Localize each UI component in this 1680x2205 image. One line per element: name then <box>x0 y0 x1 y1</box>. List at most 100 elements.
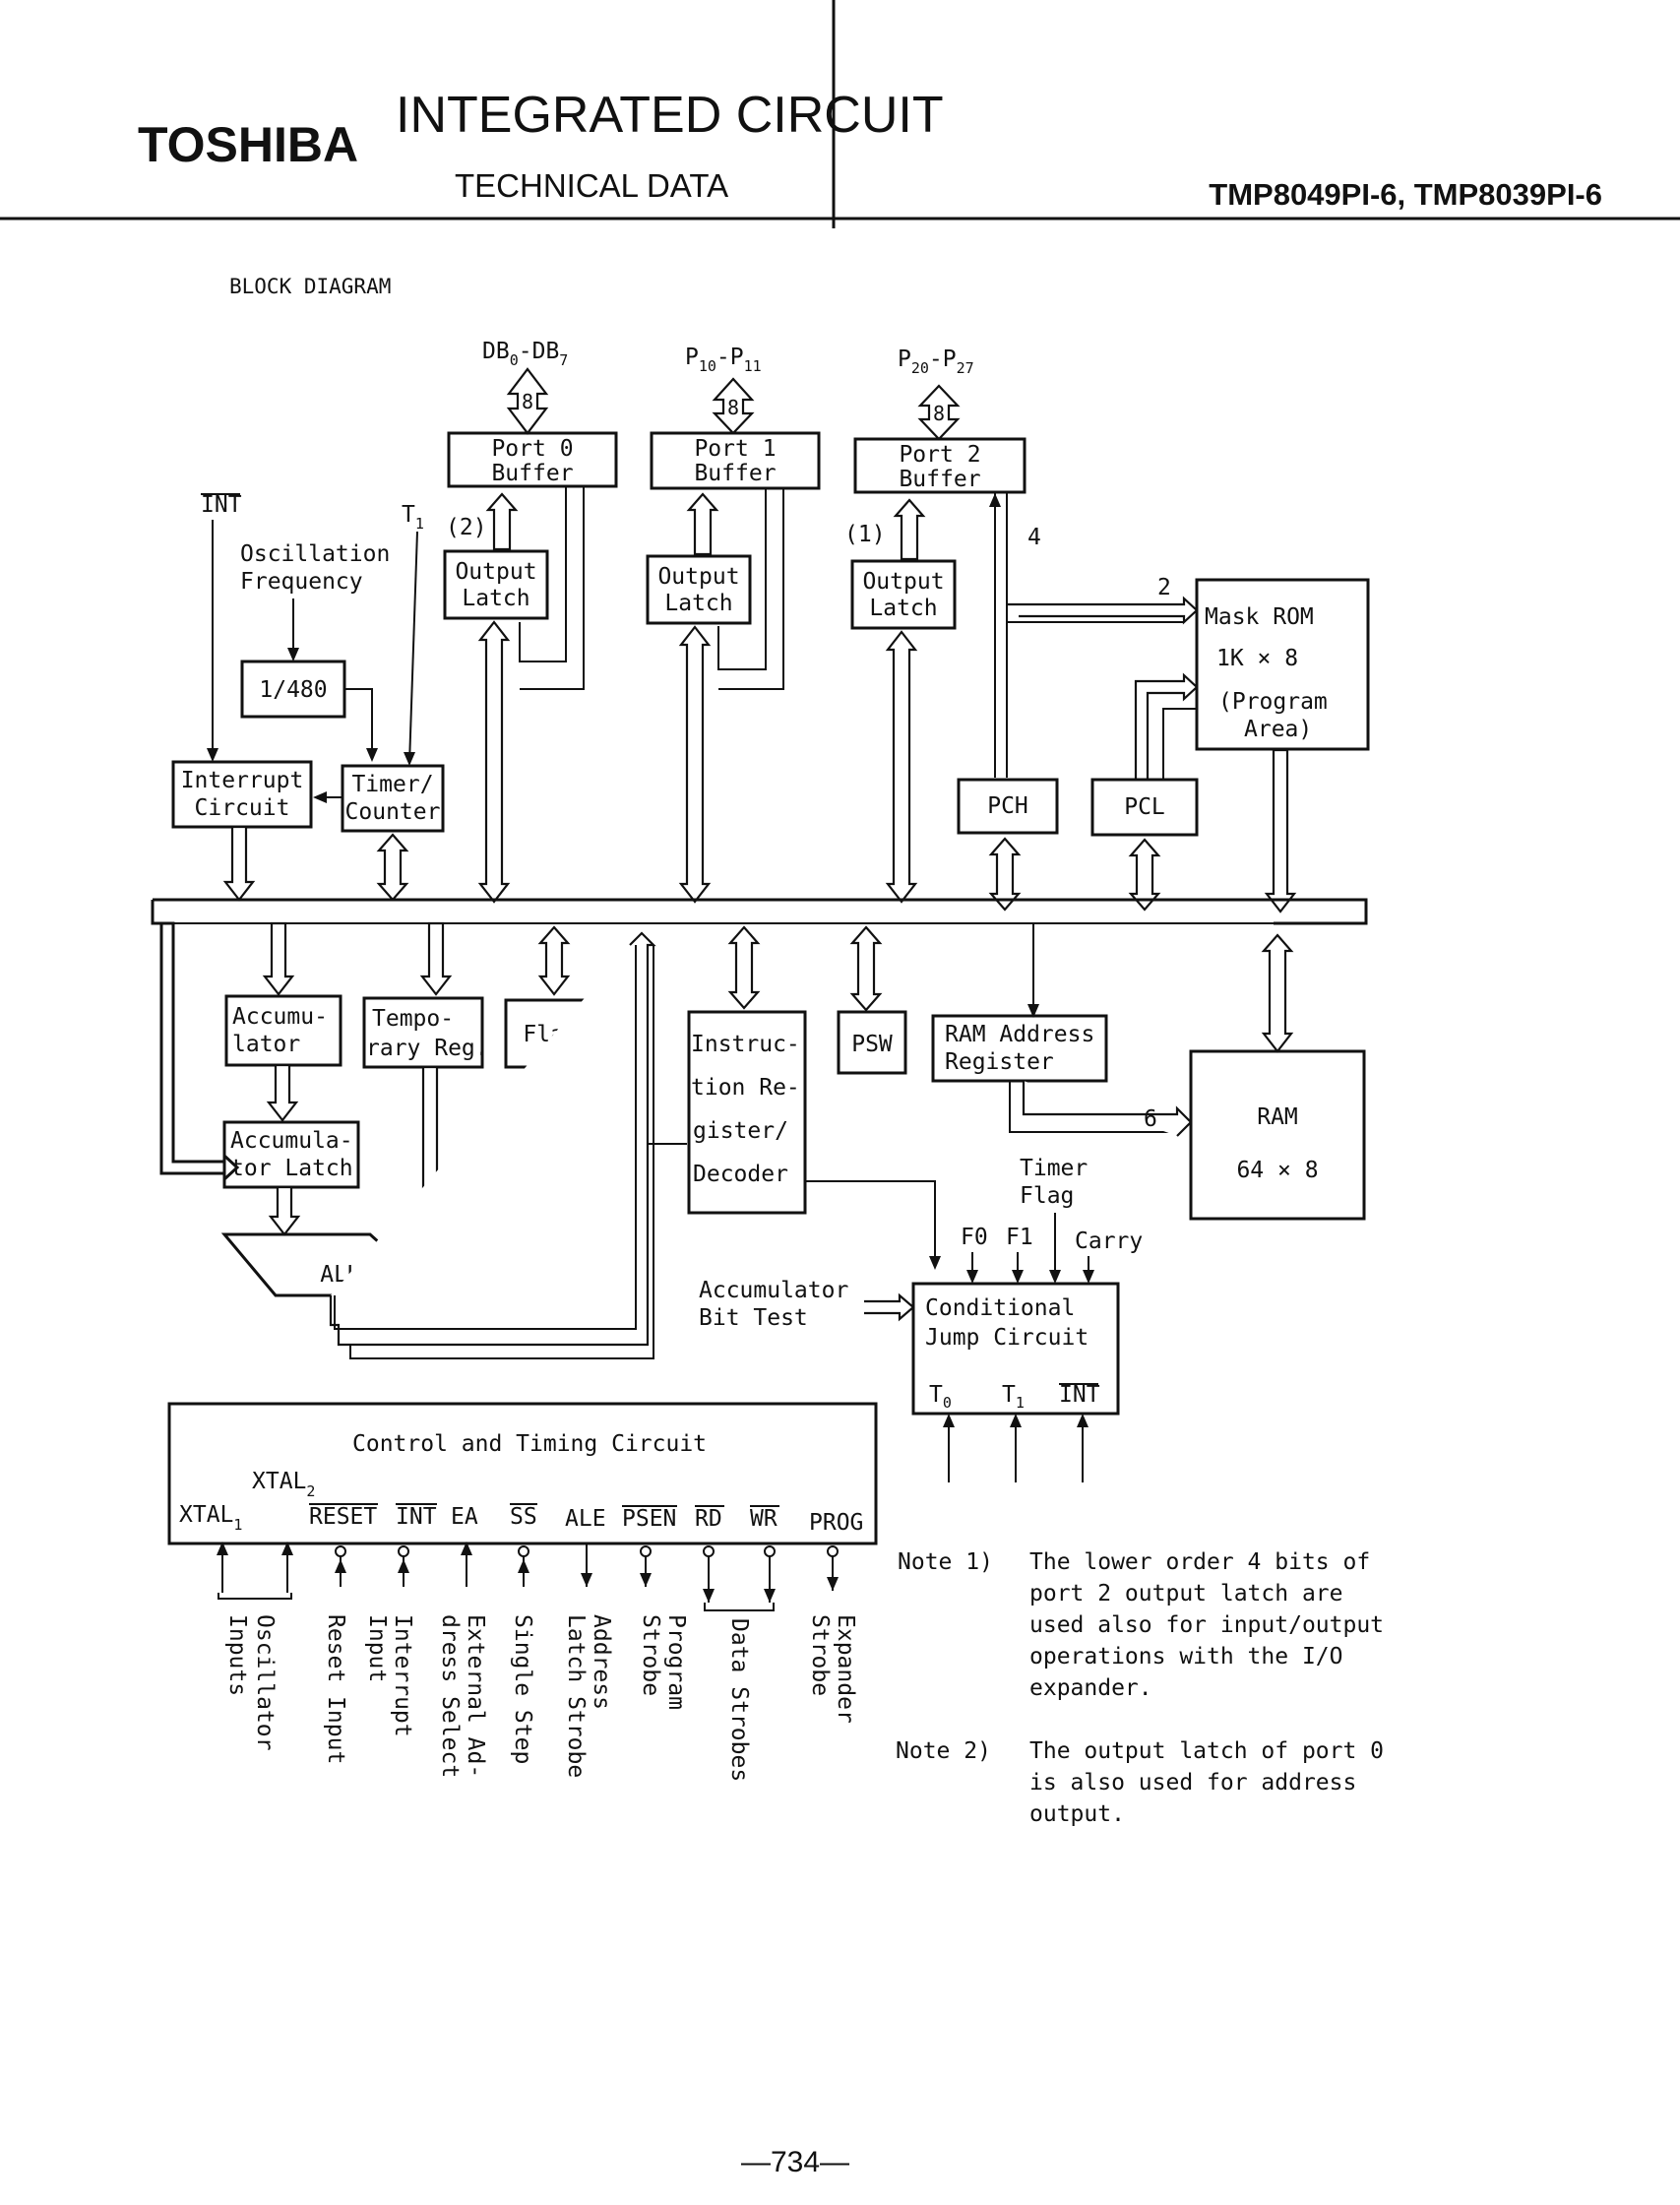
port0-input-path <box>519 487 567 662</box>
port2-buffer: Port 2 Buffer <box>853 437 1027 494</box>
ram-bus-arrow <box>1261 933 1294 1053</box>
latch-to-alu-arrow <box>268 1185 301 1236</box>
note-ref-1: (1) <box>844 522 886 547</box>
psw-bus-arrow <box>849 925 883 1012</box>
svg-text:Accumu-: Accumu- <box>232 1004 328 1030</box>
accumulator: Accumu- lator <box>224 994 342 1067</box>
pin-xtal1: XTAL1 <box>179 1502 242 1534</box>
t1-input-line <box>408 531 418 765</box>
svg-text:operations with the I/O: operations with the I/O <box>1029 1644 1343 1670</box>
int-input-arrowhead <box>207 748 218 762</box>
svg-text:PSW: PSW <box>851 1032 893 1057</box>
svg-text:Conditional: Conditional <box>925 1295 1075 1321</box>
page-header: TOSHIBA INTEGRATED CIRCUIT TECHNICAL DAT… <box>0 0 1680 228</box>
bus-to-ram-addr-arrowhead <box>1027 1004 1039 1018</box>
osc-desc-2: Inputs <box>224 1614 250 1696</box>
osc-desc-1: Oscillator <box>252 1614 278 1750</box>
accumulator-latch: Accumula- tor Latch <box>222 1120 360 1189</box>
timer-flag-label-1: Timer <box>1020 1156 1088 1181</box>
svg-text:Decoder: Decoder <box>693 1162 788 1187</box>
svg-text:RAM: RAM <box>1257 1104 1298 1130</box>
svg-text:Buffer: Buffer <box>491 461 573 486</box>
timer-flag-arrowhead <box>1049 1270 1061 1284</box>
ram-addr-to-ram-arrow <box>1022 1081 1193 1137</box>
part-numbers: TMP8049PI-6, TMP8039PI-6 <box>1209 177 1602 212</box>
svg-text:1/480: 1/480 <box>259 677 327 703</box>
flags-bus-arrow <box>537 925 571 996</box>
oscillation-label-2: Frequency <box>240 569 363 595</box>
port2-input-arrowhead <box>989 493 1001 507</box>
divider-1-480: 1/480 <box>240 660 346 719</box>
pin-ea: EA <box>451 1504 478 1530</box>
svg-text:Register: Register <box>945 1049 1054 1075</box>
instruction-reg-bus-arrow <box>727 925 761 1010</box>
psen-desc-2: Strobe <box>638 1614 663 1696</box>
port0-input-path-2 <box>520 487 585 690</box>
f1-label: F1 <box>1006 1225 1033 1250</box>
svg-text:Circuit: Circuit <box>195 795 290 821</box>
accumulator-to-latch-arrow <box>266 1063 299 1122</box>
acc-bit-test-label-2: Bit Test <box>699 1305 808 1331</box>
rom-addr-high-arrow <box>1007 596 1199 625</box>
osc-arrowhead <box>287 648 299 662</box>
pin-reset: RESET <box>309 1504 377 1530</box>
carry-label: Carry <box>1075 1228 1143 1254</box>
port0-output-latch: Output Latch <box>443 549 549 620</box>
carry-arrowhead <box>1083 1270 1094 1284</box>
p2-port-label: P20-P27 <box>898 346 974 377</box>
svg-text:Output: Output <box>455 559 536 585</box>
cj-t1-arrowhead <box>1010 1414 1022 1427</box>
cj-t0-label: T0 <box>929 1382 952 1412</box>
svg-text:Buffer: Buffer <box>694 461 776 486</box>
interrupt-to-bus-arrow <box>222 825 256 902</box>
f1-arrowhead <box>1012 1270 1024 1284</box>
port1-bus-arrow <box>678 625 712 904</box>
svg-text:Mask ROM: Mask ROM <box>1205 604 1314 630</box>
p1-port-label: P10-P11 <box>685 345 762 375</box>
notes: Note 1) The lower order 4 bits of port 2… <box>896 1549 1384 1827</box>
svg-text:Accumula-: Accumula- <box>230 1128 353 1154</box>
rom-to-bus-arrow <box>1264 748 1297 914</box>
svg-text:The lower order 4 bits of: The lower order 4 bits of <box>1029 1549 1370 1575</box>
header-title: INTEGRATED CIRCUIT <box>396 87 944 144</box>
divider-arrowhead <box>366 748 378 762</box>
t1-input-label: T1 <box>402 502 424 533</box>
svg-text:Port 1: Port 1 <box>694 436 776 462</box>
int-input-label: INT <box>201 492 242 518</box>
pcl-to-rom-line <box>1162 708 1197 780</box>
svg-text:Output: Output <box>657 564 739 590</box>
bits-6-label: 6 <box>1144 1106 1157 1132</box>
pin-descriptions: Oscillator Inputs Reset Input Interrupt … <box>224 1614 858 1782</box>
port1-latch-to-buffer-arrow <box>686 492 719 556</box>
bits-2-label: 2 <box>1157 575 1171 600</box>
pin-wr: WR <box>750 1506 778 1532</box>
acc-bit-test-arrow <box>864 1292 915 1322</box>
svg-text:PCL: PCL <box>1124 794 1165 820</box>
cj-int-label: INT <box>1059 1382 1100 1408</box>
pin-xtal2: XTAL2 <box>252 1469 315 1500</box>
db-port-label: DB0-DB7 <box>482 339 568 369</box>
pcl-register: PCL <box>1090 778 1199 837</box>
note1-label: Note 1) <box>898 1549 993 1575</box>
port1-input-path <box>717 489 767 670</box>
timer-to-interrupt-arrowhead <box>313 791 327 803</box>
svg-text:Buffer: Buffer <box>899 467 980 492</box>
bits-4-label: 4 <box>1027 525 1041 550</box>
psw-register: PSW <box>837 1010 907 1075</box>
port2-output-latch: Output Latch <box>850 559 957 630</box>
svg-text:Port 0: Port 0 <box>491 436 573 462</box>
t1-input-arrowhead <box>404 752 415 766</box>
port1-buffer: Port 1 Buffer <box>650 431 821 490</box>
port0-buffer: Port 0 Buffer <box>447 431 618 488</box>
timer-flag-label-2: Flag <box>1020 1183 1074 1209</box>
f0-label: F0 <box>961 1225 988 1250</box>
db-bus-width: 8 <box>522 390 533 413</box>
svg-text:(Program: (Program <box>1218 689 1328 715</box>
port1-output-latch: Output Latch <box>646 554 752 625</box>
svg-text:output.: output. <box>1029 1801 1125 1827</box>
svg-text:tion Re-: tion Re- <box>691 1075 800 1101</box>
ram-address-register: RAM Address Register <box>931 1014 1108 1083</box>
port2-bus-arrow <box>885 630 918 904</box>
mask-rom: Mask ROM 1K × 8 (Program Area) <box>1195 578 1370 751</box>
